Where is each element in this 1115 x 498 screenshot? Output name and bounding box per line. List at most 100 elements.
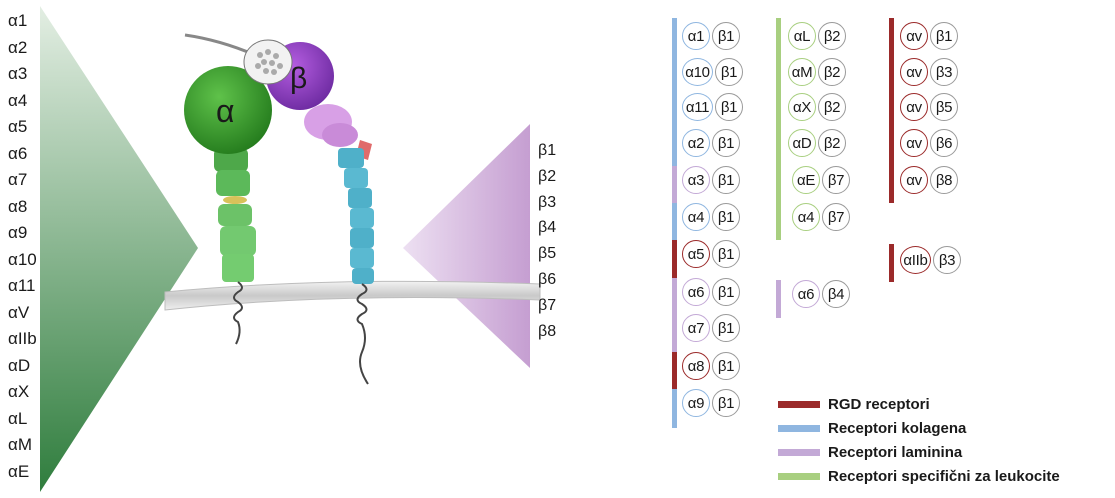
beta-subunit-label: β2 bbox=[538, 167, 557, 185]
beta-chip: β2 bbox=[818, 129, 846, 157]
alpha-chip: αE bbox=[792, 166, 820, 194]
alpha-head bbox=[184, 66, 272, 154]
beta-leg bbox=[304, 104, 374, 284]
legend-label: Receptori kolagena bbox=[828, 419, 967, 437]
beta-subunit-label: β3 bbox=[538, 193, 557, 211]
alpha-subunit-label: α5 bbox=[8, 117, 28, 136]
legend-label: RGD receptori bbox=[828, 395, 930, 413]
alpha-tail bbox=[233, 281, 243, 345]
beta-subunit-label: β6 bbox=[538, 270, 557, 288]
alpha-chip: α2 bbox=[682, 129, 710, 157]
group-bar-leukocyte bbox=[776, 18, 781, 240]
beta-chip: β4 bbox=[822, 280, 850, 308]
alpha-chip: α1 bbox=[682, 22, 710, 50]
alpha-chip: αv bbox=[900, 58, 928, 86]
group-bar-collagen bbox=[672, 389, 677, 428]
beta-subunit-label: β7 bbox=[538, 296, 557, 314]
alpha-subunit-label: α1 bbox=[8, 11, 28, 30]
beta-chip: β5 bbox=[930, 93, 958, 121]
alpha-chip: αv bbox=[900, 129, 928, 157]
legend-item: Receptori specifični za leukocite bbox=[778, 464, 1060, 488]
legend-swatch bbox=[778, 448, 820, 456]
beta-chip: β1 bbox=[712, 314, 740, 342]
beta-subunit-label: β4 bbox=[538, 219, 557, 237]
alpha-subunit-label: α6 bbox=[8, 143, 28, 163]
alpha-subunit-label: α9 bbox=[8, 223, 28, 242]
beta-chip: β8 bbox=[930, 166, 958, 194]
beta-chip: β1 bbox=[930, 22, 958, 50]
alpha-chip: α4 bbox=[682, 203, 710, 231]
alpha-chip: αM bbox=[788, 58, 816, 86]
alpha-chip: αX bbox=[788, 93, 816, 121]
legend-item: Receptori laminina bbox=[778, 440, 1060, 464]
alpha-chip: αD bbox=[788, 129, 816, 157]
alpha-head-label: α bbox=[216, 93, 235, 129]
alpha-subunit-label: αV bbox=[8, 302, 30, 322]
group-bar-laminin bbox=[672, 166, 677, 203]
alpha-subunit-label: αX bbox=[8, 382, 30, 401]
alpha-subunit-label: α10 bbox=[8, 249, 37, 269]
legend-item: Receptori kolagena bbox=[778, 416, 1060, 440]
legend-swatch bbox=[778, 472, 820, 480]
beta-chip: β3 bbox=[930, 58, 958, 86]
alpha-subunit-label: α7 bbox=[8, 170, 28, 189]
alpha-subunit-label: αD bbox=[8, 355, 31, 375]
alpha-subunit-label: αL bbox=[8, 408, 28, 428]
beta-chip: β7 bbox=[822, 166, 850, 194]
beta-chip: β7 bbox=[822, 203, 850, 231]
group-bar-rgd bbox=[672, 240, 677, 278]
beta-chip: β6 bbox=[930, 129, 958, 157]
alpha-chip: α11 bbox=[682, 93, 713, 121]
alpha-chip: αv bbox=[900, 22, 928, 50]
beta-chip: β1 bbox=[712, 352, 740, 380]
legend-swatch bbox=[778, 424, 820, 432]
alpha-chip: αv bbox=[900, 166, 928, 194]
group-bar-laminin bbox=[776, 280, 781, 318]
alpha-subunit-label: α8 bbox=[8, 196, 28, 216]
legend-label: Receptori laminina bbox=[828, 443, 963, 461]
alpha-wedge bbox=[40, 6, 198, 492]
alpha-chip: αL bbox=[788, 22, 816, 50]
beta-wedge bbox=[403, 124, 530, 368]
beta-tail bbox=[356, 283, 369, 385]
alpha-chip: α3 bbox=[682, 166, 710, 194]
group-bar-rgd bbox=[889, 244, 894, 282]
alpha-chip: α9 bbox=[682, 389, 710, 417]
beta-chip: β1 bbox=[712, 240, 740, 268]
beta-chip: β1 bbox=[715, 58, 743, 86]
beta-chip: β2 bbox=[818, 58, 846, 86]
beta-chip: β1 bbox=[715, 93, 743, 121]
alpha-subunit-label: αM bbox=[8, 435, 32, 454]
group-bar-collagen bbox=[672, 18, 677, 166]
group-bar-collagen bbox=[672, 203, 677, 240]
legend-swatch bbox=[778, 400, 820, 408]
legend-label: Receptori specifični za leukocite bbox=[828, 467, 1060, 485]
beta-subunit-label: β8 bbox=[538, 322, 557, 340]
alpha-chip: α7 bbox=[682, 314, 710, 342]
alpha-chip: α8 bbox=[682, 352, 710, 380]
beta-chip: β3 bbox=[933, 246, 961, 274]
alpha-leg bbox=[214, 148, 256, 282]
beta-chip: β1 bbox=[712, 278, 740, 306]
